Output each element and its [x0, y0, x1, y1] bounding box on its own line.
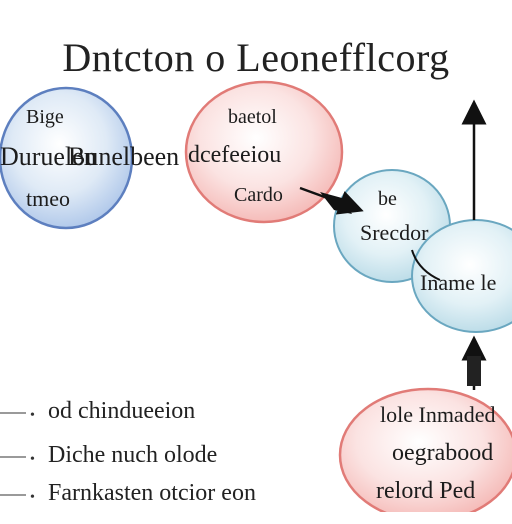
diagram-title: Dntcton o Leonefflcorg [62, 35, 450, 80]
legend-line [0, 412, 26, 414]
node-blue-left-line-1: Bige [26, 106, 64, 128]
node-red-center-line-3: Cardo [234, 184, 283, 206]
legend-line [0, 494, 26, 496]
node-blue-left [0, 86, 134, 230]
node-red-bottom-line-1: lole Inmaded [380, 402, 496, 427]
node-blue-left-line-4: tmeo [26, 186, 70, 211]
connector-glyph [320, 192, 352, 214]
diagram-graphics [0, 80, 512, 512]
node-red-bottom [338, 387, 512, 512]
connector-block [467, 356, 481, 386]
legend-label: Farnkasten otcior eon [48, 480, 256, 506]
connector-curve [411, 249, 441, 281]
node-red-center-line-2: dcefeeiou [188, 142, 282, 168]
legend-label: od chindueeion [48, 398, 196, 424]
node-teal-small-line-1: be [378, 188, 397, 210]
node-teal-large [411, 219, 512, 333]
legend-line [0, 456, 26, 458]
legend-marker: • [30, 490, 35, 505]
legend-marker: • [30, 408, 35, 423]
node-red-center-line-1: baetol [228, 106, 277, 128]
node-red-bottom-line-3: relord Ped [376, 478, 476, 504]
legend-marker: • [30, 452, 35, 467]
legend-label: Diche nuch olode [48, 442, 218, 468]
node-teal-small-line-2: Srecdor [360, 220, 429, 245]
node-blue-left-line-3: Bunelbeen [68, 142, 180, 171]
diagram-canvas: Dntcton o Leonefflcorg [0, 35, 512, 512]
node-red-bottom-line-2: oegrabood [392, 440, 494, 466]
node-blue-left-line-2: Duruelen [0, 142, 97, 171]
node-red-center [184, 80, 344, 224]
node-teal-large-line-1: Iname le [420, 270, 497, 295]
